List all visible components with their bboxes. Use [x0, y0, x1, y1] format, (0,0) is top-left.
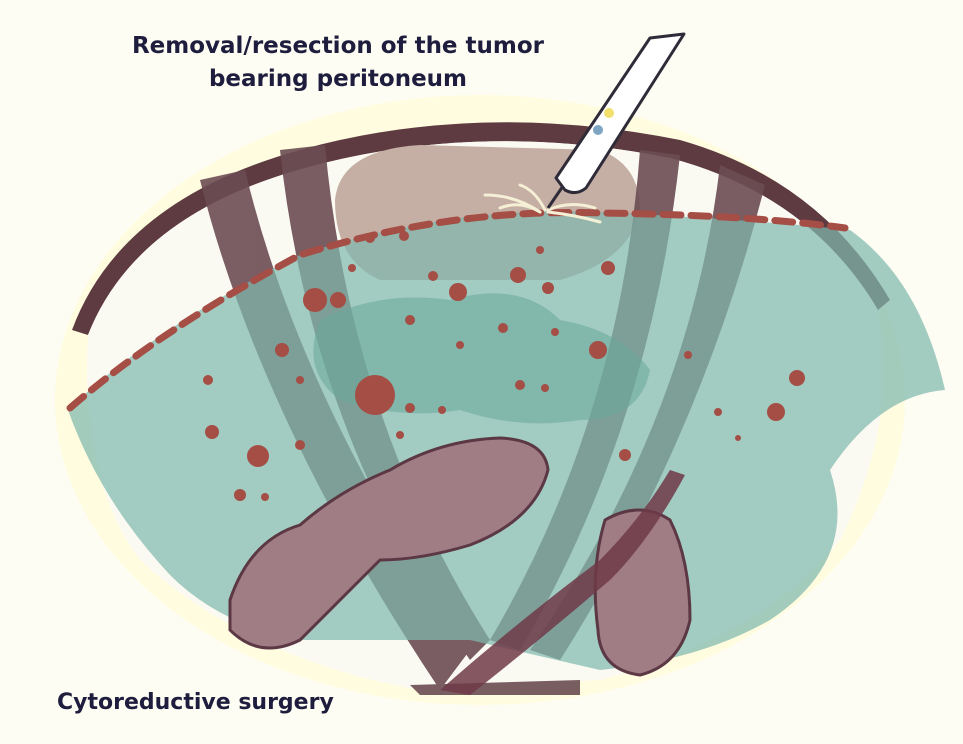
mesentery-vessel — [440, 470, 685, 695]
tumor-nodules — [203, 231, 805, 501]
figure-title: Removal/resection of the tumor bearing p… — [118, 30, 558, 96]
cavity-rim — [72, 122, 890, 335]
tumor-nodule-icon — [355, 375, 395, 415]
title-line-2: bearing peritoneum — [208, 66, 468, 92]
figure-caption: Cytoreductive surgery — [57, 690, 334, 715]
pen-button-blue — [593, 125, 603, 135]
bowel-loop-left — [228, 436, 550, 650]
resection-line — [66, 209, 849, 412]
cautery-sparks — [483, 183, 602, 224]
pen-button-yellow — [604, 108, 614, 118]
peritoneum-inner-fold — [313, 293, 650, 424]
title-line-1: Removal/resection of the tumor — [131, 33, 545, 59]
electrocautery-pen-icon — [546, 32, 686, 209]
